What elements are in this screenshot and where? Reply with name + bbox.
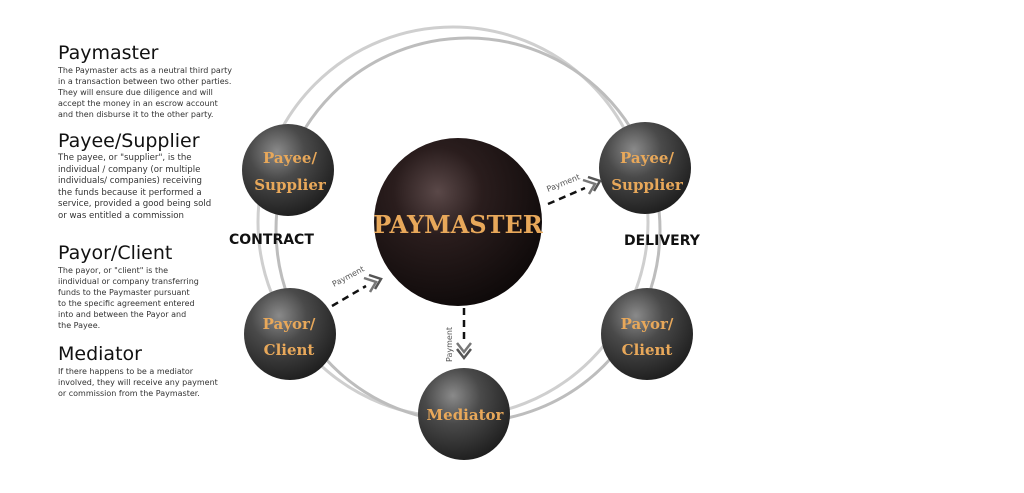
payor-description: The payor, or "client" is the iindividua… [58, 266, 199, 330]
payor-right-line1: Payor/ [621, 315, 674, 333]
payment-arrow-paymaster-to-mediator: Payment [445, 308, 472, 362]
payee-section: Payee/Supplier The payee, or "supplier",… [58, 130, 238, 223]
payee-supplier-node-left: Payee/ Supplier [242, 124, 334, 216]
payee-right-line2: Supplier [611, 176, 684, 194]
payor-client-node-right: Payor/ Client [601, 288, 693, 380]
payee-supplier-node-right: Payee/ Supplier [599, 122, 691, 214]
paymaster-description: The Paymaster acts as a neutral third pa… [58, 66, 232, 119]
paymaster-heading: Paymaster [58, 42, 159, 64]
payment-arrow-paymaster-to-payee: Payment [545, 172, 602, 206]
payee-description: The payee, or "supplier", is the individ… [58, 153, 212, 221]
mediator-description: If there happens to be a mediator involv… [58, 367, 218, 398]
payee-left-line1: Payee/ [263, 149, 317, 167]
contract-label: CONTRACT [229, 232, 314, 248]
mediator-node: Mediator [418, 368, 510, 460]
payee-right-line1: Payee/ [620, 149, 674, 167]
payor-client-node-left: Payor/ Client [244, 288, 336, 380]
mediator-node-label: Mediator [427, 406, 505, 424]
delivery-label: DELIVERY [624, 233, 701, 249]
payor-right-line2: Client [622, 341, 673, 359]
mediator-heading: Mediator [58, 343, 142, 365]
payor-left-line1: Payor/ [263, 315, 316, 333]
payment-label-payor: Payment [331, 264, 366, 288]
paymaster-node-label: PAYMASTER [373, 210, 544, 239]
payor-section: Payor/Client The payor, or "client" is t… [58, 242, 238, 331]
payee-heading: Payee/Supplier [58, 130, 200, 152]
payment-label-mediator: Payment [445, 327, 454, 362]
paymaster-section: Paymaster The Paymaster acts as a neutra… [58, 42, 238, 120]
payor-heading: Payor/Client [58, 242, 173, 264]
paymaster-node: PAYMASTER [373, 138, 544, 306]
mediator-section: Mediator If there happens to be a mediat… [58, 343, 238, 399]
payor-left-line2: Client [264, 341, 315, 359]
payment-arrow-payor-to-paymaster: Payment [331, 264, 383, 308]
payee-left-line2: Supplier [254, 176, 327, 194]
